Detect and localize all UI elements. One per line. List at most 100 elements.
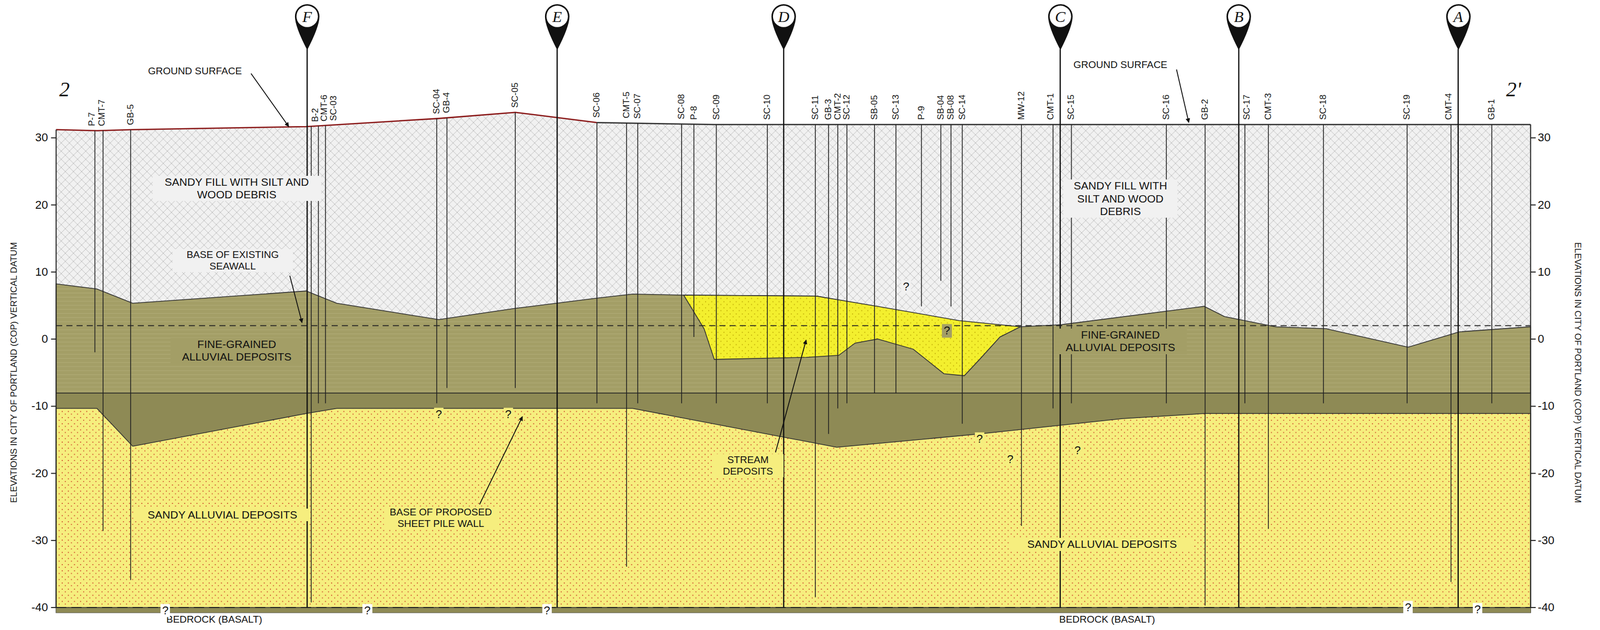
boring-line	[1267, 124, 1269, 529]
label-text: SC-04	[431, 88, 442, 115]
label-text: SC-15	[1066, 94, 1077, 121]
boring-line	[921, 124, 923, 306]
boring-line	[681, 123, 683, 404]
boring-line	[1020, 124, 1023, 526]
boring-line	[637, 123, 639, 404]
label-text: GROUND SURFACE	[1073, 59, 1167, 71]
boring-line	[874, 124, 876, 393]
grid-lines	[307, 49, 1459, 608]
label-text: -20	[31, 466, 49, 480]
boring-line	[318, 126, 320, 404]
boring-line	[94, 130, 96, 353]
boring-logs	[94, 112, 1492, 606]
grid-letter: C	[1046, 6, 1075, 27]
label-text: SC-13	[890, 94, 902, 121]
label-text: 10	[1537, 265, 1551, 279]
label-text: CMT-1	[1046, 92, 1057, 121]
label-text: CMT-4	[1443, 92, 1455, 121]
label-text: 2	[59, 77, 70, 102]
label-text: SC-09	[711, 94, 722, 121]
grid-letter: A	[1444, 6, 1473, 27]
boring-line	[940, 124, 942, 281]
label-text: 2'	[1506, 77, 1522, 102]
ground-surface-line	[596, 122, 1531, 125]
label-text: BASE OF EXISTING SEAWALL	[172, 248, 293, 272]
boring-line	[1406, 124, 1409, 404]
boring-line	[596, 122, 598, 404]
leader-lines	[251, 69, 1189, 505]
label-text: -30	[1537, 533, 1555, 547]
label-text: ?	[362, 603, 372, 617]
boring-line	[950, 124, 952, 306]
grid-letter: F	[292, 6, 322, 27]
label-text: SC-17	[1241, 94, 1253, 121]
label-text: ?	[434, 407, 444, 422]
label-text: CMT-6	[319, 94, 331, 122]
grid-bubble: F	[292, 2, 322, 52]
label-text: FINE-GRAINED ALLUVIAL DEPOSITS	[170, 337, 304, 363]
label-text: 10	[35, 265, 48, 279]
label-text: 20	[35, 198, 48, 212]
label-text: BASE OF PROPOSED SHEET PILE WALL	[383, 506, 499, 530]
label-text: P-8	[688, 105, 700, 120]
grid-letter: D	[769, 6, 799, 27]
boring-line	[1204, 124, 1206, 606]
label-text: SC-18	[1318, 94, 1330, 121]
label-text: SANDY ALLUVIAL DEPOSITS	[1010, 537, 1194, 551]
seawall-base-line	[55, 325, 1531, 327]
label-text: ?	[942, 324, 952, 338]
boring-line	[1165, 124, 1167, 404]
boring-line	[837, 124, 839, 408]
boring-line	[716, 124, 718, 404]
grid-bubble: A	[1444, 2, 1473, 52]
label-text: CMT-3	[1263, 92, 1274, 121]
label-text: SC-03	[328, 95, 339, 122]
label-text: ?	[1472, 602, 1483, 616]
label-text: 0	[41, 332, 48, 346]
boring-line	[693, 123, 695, 337]
boring-line	[1491, 124, 1493, 404]
label-text: SC-19	[1402, 94, 1413, 121]
label-text: SB-04	[935, 94, 947, 121]
boring-line	[446, 117, 448, 388]
label-text: STREAM DEPOSITS	[712, 454, 785, 478]
label-text: ?	[1005, 452, 1015, 466]
label-text: SC-06	[591, 92, 603, 119]
label-text: SC-14	[957, 94, 968, 121]
label-text: -10	[31, 399, 49, 413]
boring-line	[814, 124, 816, 597]
boring-line	[1071, 124, 1073, 404]
grid-bubble: B	[1224, 2, 1254, 52]
label-text: -10	[1537, 399, 1555, 413]
label-text: -30	[31, 533, 49, 547]
label-text: -40	[1537, 600, 1555, 614]
bedrock-line	[55, 606, 1531, 608]
label-text: 20	[1537, 198, 1551, 212]
grid-bubble: C	[1046, 2, 1075, 52]
fine-grained-dark-band	[55, 392, 1531, 613]
label-text: CMT-5	[621, 91, 632, 119]
boring-line	[325, 125, 327, 404]
boring-line	[1323, 124, 1325, 404]
boring-line	[1244, 124, 1246, 404]
boring-line	[102, 130, 104, 531]
fill-layer	[55, 112, 1531, 613]
boring-line	[827, 124, 830, 434]
sandy-alluvial-layer	[55, 408, 1531, 608]
label-text: ?	[503, 407, 513, 422]
label-text: -20	[1537, 466, 1555, 480]
fine-grained-layer	[55, 283, 1531, 612]
label-text: CMT-7	[96, 98, 108, 127]
boring-line	[846, 124, 848, 404]
label-text: SC-10	[762, 94, 773, 121]
label-text: ?	[1072, 443, 1083, 457]
label-text: SANDY FILL WITH SILT AND WOOD DEBRIS	[1063, 179, 1178, 218]
boring-line	[130, 129, 132, 580]
label-text: SB-05	[869, 94, 880, 121]
boring-line	[895, 124, 897, 393]
boring-line	[436, 118, 438, 404]
label-text: ?	[542, 603, 552, 617]
boring-line	[626, 122, 628, 567]
label-text: ?	[1403, 600, 1413, 614]
elevation-line	[55, 392, 1531, 394]
